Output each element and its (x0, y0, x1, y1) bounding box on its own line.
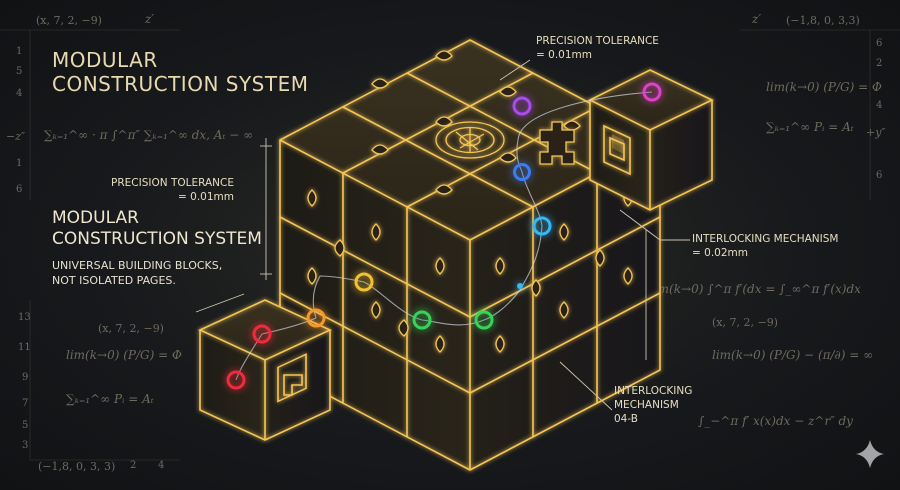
node-red-lower (226, 370, 246, 390)
bg-integral-bottom-right: ∫_−^π f′ x(x)dx − z^r″ dy (698, 414, 853, 428)
bg-limit-bottom-left: lim(k→0) (P/G) = Φ (66, 348, 182, 362)
axis-bottom-tick-1: 2 (130, 460, 137, 471)
bg-zprime-top-right: z′ (752, 12, 762, 26)
bg-tuple-top-left: (x, 7, 2, −9) (36, 14, 102, 27)
bg-limit-top-right: lim(k→0) (P/G) = Φ (766, 80, 882, 94)
callout-precision-top: PRECISION TOLERANCE = 0.01mm (536, 35, 659, 61)
bg-tuple-bottom-left: (−1,8, 0, 3, 3) (38, 460, 116, 473)
connection-path (235, 91, 653, 381)
callout-precision-left: PRECISION TOLERANCE = 0.01mm (111, 177, 234, 203)
axis-bl-tick-6: 3 (22, 440, 29, 451)
axis-bl-tick-4: 7 (22, 398, 29, 409)
axis-right-tick-1: 6 (876, 38, 883, 49)
axis-left-tick-1: 1 (16, 46, 23, 57)
detached-block-right (588, 69, 714, 211)
detached-block-left (198, 299, 332, 441)
axis-left-tick-2: 5 (16, 66, 23, 77)
node-violet (512, 96, 532, 116)
axis-left-tick-5: 6 (16, 184, 23, 195)
axis-left-tick-4: 1 (16, 158, 23, 169)
heading-secondary: MODULAR CONSTRUCTION SYSTEM (52, 208, 262, 249)
axis-left-tick-3: 4 (16, 88, 23, 99)
node-cyan (532, 216, 552, 236)
bg-limit-right: lim(k→0) (P/G) − (π/∂) = ∞ (712, 348, 874, 362)
node-cyan-small (517, 283, 523, 289)
node-green-left (412, 310, 432, 330)
axis-right-tick-2: 2 (876, 58, 883, 69)
axis-right-tick-3: 4 (876, 100, 883, 111)
axis-bottom-tick-2: 4 (158, 460, 165, 471)
bg-sum-top-right: ∑ₖ₌₁^∞ Pᵢ = Aₜ (766, 120, 854, 134)
bg-zprime-top: z′ (145, 12, 155, 26)
bg-zprime-left: −z″ (6, 130, 26, 143)
node-yellow (354, 272, 374, 292)
bg-tuple-bottom-left-mid: (x, 7, 2, −9) (98, 322, 164, 335)
bg-sum-bottom-left: ∑ₖ₌₁^∞ Pᵢ = Aₜ (66, 392, 154, 406)
axis-bl-tick-3: 9 (22, 372, 29, 383)
callout-interlock-bottom: INTERLOCKING MECHANISM 04-B (614, 385, 693, 425)
heading-primary: MODULAR CONSTRUCTION SYSTEM (52, 48, 309, 96)
axis-right-tick-4: 6 (876, 170, 883, 181)
bg-yprime-right: +y″ (866, 126, 886, 139)
tagline: UNIVERSAL BUILDING BLOCKS, NOT ISOLATED … (52, 259, 223, 287)
node-green-right (474, 310, 494, 330)
sparkle-icon (856, 440, 884, 468)
node-magenta (642, 82, 662, 102)
callout-interlock-right: INTERLOCKING MECHANISM = 0.02mm (692, 233, 839, 259)
bg-tuple-right: (x, 7, 2, −9) (712, 316, 778, 329)
bg-tuple-top-right: (−1,8, 0, 3,3) (786, 14, 860, 27)
bg-integral-right: lim(k→0) ∫^π f′(dx = ∫_∞^π f′(x)dx (650, 282, 861, 296)
axis-bl-tick-5: 5 (22, 420, 29, 431)
node-blue (513, 163, 531, 181)
node-orange (306, 308, 326, 328)
aperture-icon (435, 121, 505, 159)
floating-puzzle-piece (539, 121, 575, 165)
bg-series-left: ∑ₖ₌₁^∞ · π ∫^π″ ∑ₖ₌₁^∞ dx, Aₜ − ∞ (44, 128, 254, 142)
axis-bl-tick-2: 11 (18, 342, 31, 353)
axis-bl-tick-1: 13 (18, 312, 31, 323)
callout-leaders (195, 59, 690, 411)
background-grid-lines (0, 29, 900, 461)
node-red-upper (252, 324, 272, 344)
